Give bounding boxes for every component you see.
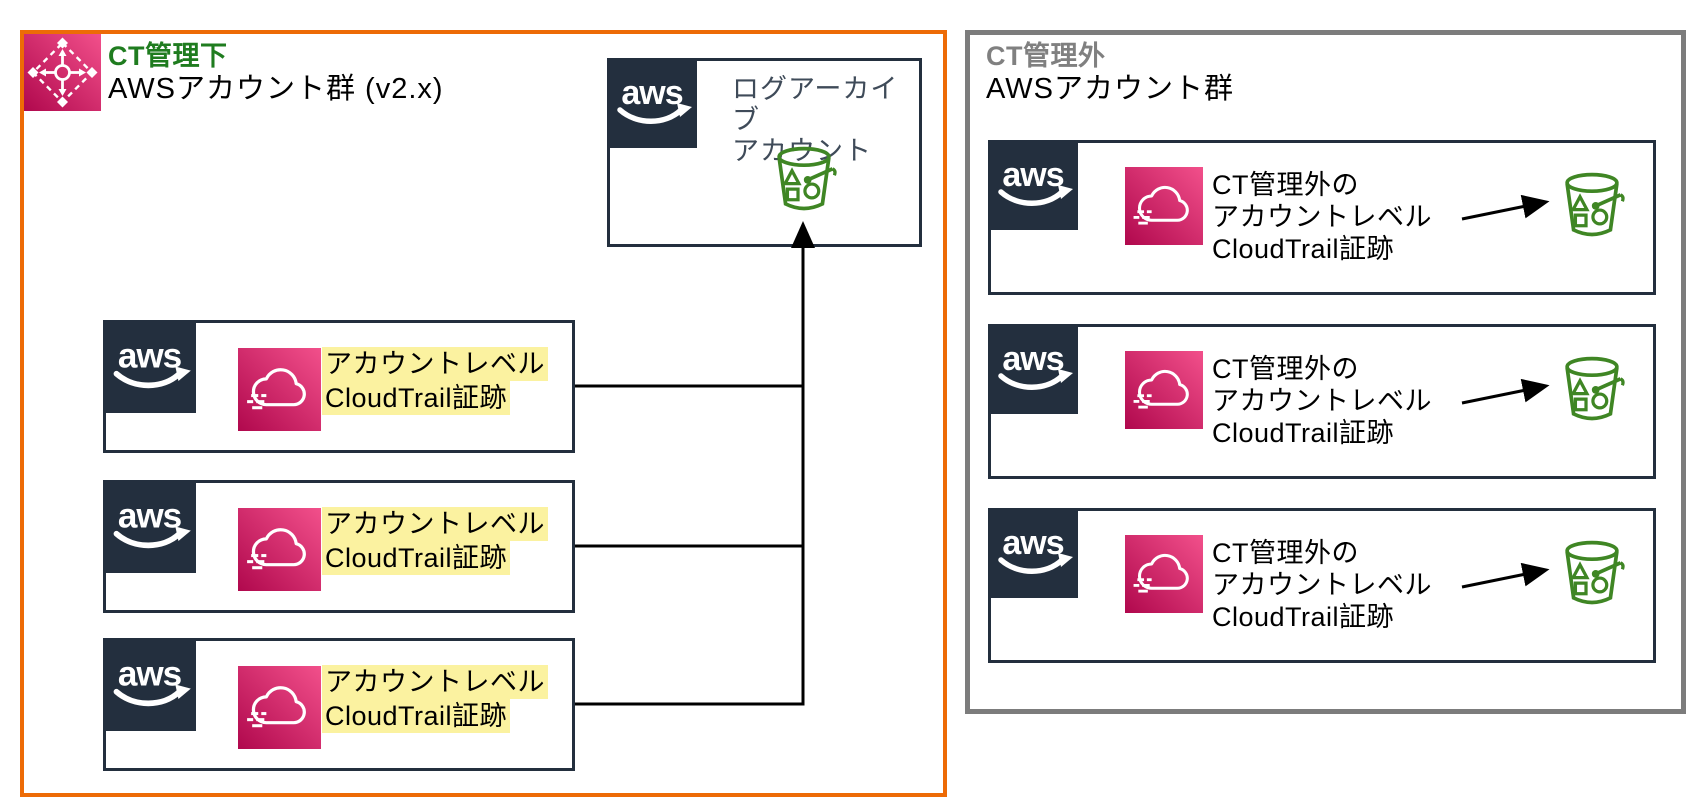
- s3-bucket-icon: [1557, 536, 1627, 610]
- managed-account-label: アカウントレベル CloudTrail証跡: [322, 665, 548, 733]
- aws-logo: [988, 324, 1078, 414]
- managed-group-subtitle: AWSアカウント群 (v2.x): [108, 73, 444, 105]
- managed-group-header: CT管理下 AWSアカウント群 (v2.x): [108, 40, 444, 107]
- managed-account-box-3: アカウントレベル CloudTrail証跡: [103, 638, 575, 771]
- label-line1: CT管理外の: [1212, 354, 1359, 384]
- managed-account-box-1: アカウントレベル CloudTrail証跡: [103, 320, 575, 453]
- s3-bucket-icon: [1557, 168, 1627, 242]
- cloudtrail-icon: [1125, 167, 1203, 245]
- label-line1: アカウントレベル: [322, 507, 548, 541]
- aws-logo: [103, 480, 196, 573]
- aws-logo: [607, 58, 697, 148]
- cloudtrail-icon: [238, 348, 321, 431]
- label-line1: アカウントレベル: [322, 347, 548, 381]
- aws-logo: [988, 140, 1078, 230]
- unmanaged-group-header: CT管理外 AWSアカウント群: [986, 40, 1234, 107]
- label-line2: CloudTrail証跡: [322, 699, 511, 733]
- unmanaged-account-box-3: CT管理外の アカウントレベル CloudTrail証跡: [988, 508, 1656, 663]
- managed-account-label: アカウントレベル CloudTrail証跡: [322, 507, 548, 575]
- label-line2: CloudTrail証跡: [322, 541, 511, 575]
- label-line1: CT管理外の: [1212, 538, 1359, 568]
- label-line3: CloudTrail証跡: [1212, 234, 1395, 264]
- label-line2: アカウントレベル: [1212, 202, 1432, 232]
- log-archive-label: ログアーカイブ アカウント: [732, 74, 919, 167]
- unmanaged-account-label: CT管理外の アカウントレベル CloudTrail証跡: [1212, 537, 1432, 633]
- aws-logo: [988, 508, 1078, 598]
- label-line2: CloudTrail証跡: [322, 381, 511, 415]
- managed-account-label: アカウントレベル CloudTrail証跡: [322, 347, 548, 415]
- aws-logo: [103, 320, 196, 413]
- cloudtrail-icon: [238, 508, 321, 591]
- s3-bucket-icon: [1557, 352, 1627, 426]
- log-archive-label-line1: ログアーカイブ: [732, 74, 899, 135]
- label-line3: CloudTrail証跡: [1212, 602, 1395, 632]
- log-archive-label-line2: アカウント: [732, 136, 872, 166]
- unmanaged-account-box-2: CT管理外の アカウントレベル CloudTrail証跡: [988, 324, 1656, 479]
- unmanaged-account-label: CT管理外の アカウントレベル CloudTrail証跡: [1212, 353, 1432, 449]
- managed-account-box-2: アカウントレベル CloudTrail証跡: [103, 480, 575, 613]
- label-line1: CT管理外の: [1212, 170, 1359, 200]
- label-line3: CloudTrail証跡: [1212, 418, 1395, 448]
- managed-group-title: CT管理下: [108, 41, 228, 71]
- aws-logo: [103, 638, 196, 731]
- log-archive-account-box: ログアーカイブ アカウント: [607, 58, 922, 247]
- unmanaged-group-title: CT管理外: [986, 41, 1106, 71]
- label-line1: アカウントレベル: [322, 665, 548, 699]
- label-line2: アカウントレベル: [1212, 386, 1432, 416]
- cloudtrail-icon: [1125, 351, 1203, 429]
- label-line2: アカウントレベル: [1212, 570, 1432, 600]
- unmanaged-account-label: CT管理外の アカウントレベル CloudTrail証跡: [1212, 169, 1432, 265]
- unmanaged-account-box-1: CT管理外の アカウントレベル CloudTrail証跡: [988, 140, 1656, 295]
- cloudtrail-icon: [238, 666, 321, 749]
- unmanaged-group-subtitle: AWSアカウント群: [986, 73, 1234, 105]
- control-tower-icon: [24, 34, 101, 111]
- cloudtrail-icon: [1125, 535, 1203, 613]
- s3-bucket-icon: [769, 143, 839, 215]
